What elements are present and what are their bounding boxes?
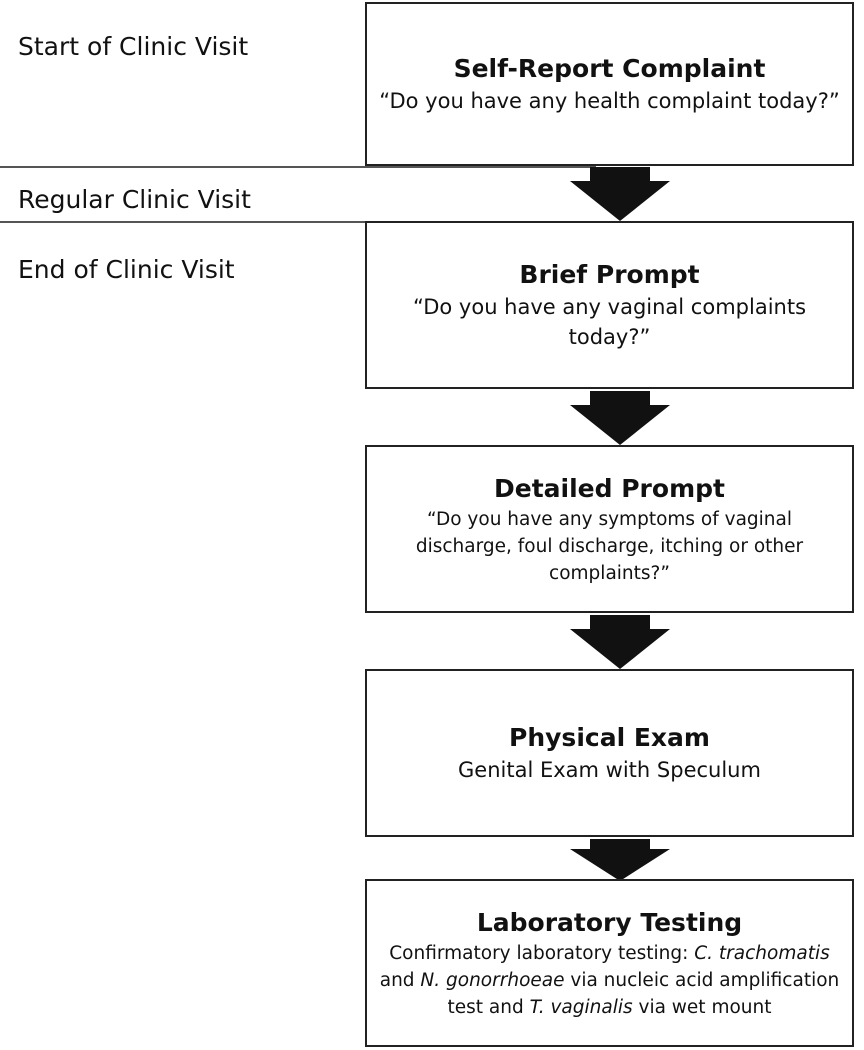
organism-n-gonorrhoeae: N. gonorrhoeae [420,969,565,991]
organism-t-vaginalis: T. vaginalis [529,996,633,1018]
organism-c-trachomatis: C. trachomatis [694,942,830,964]
step-title: Laboratory Testing [476,907,743,937]
label-end-of-visit: End of Clinic Visit [18,255,235,284]
step-self-report-complaint: Self-Report Complaint “Do you have any h… [365,2,854,166]
lab-text-part: and [379,969,421,991]
step-brief-prompt: Brief Prompt “Do you have any vaginal co… [365,221,854,389]
down-arrow-icon [570,391,670,445]
step-detailed-prompt: Detailed Prompt “Do you have any symptom… [365,445,854,613]
lab-testing-description: Confirmatory laboratory testing: C. trac… [379,940,840,1021]
step-text: “Do you have any health complaint today?… [379,89,840,113]
down-arrow-icon [570,839,670,881]
label-start-of-visit: Start of Clinic Visit [18,32,249,61]
down-arrow-icon [570,615,670,669]
step-title: Detailed Prompt [494,473,725,503]
divider-line-top [0,166,596,168]
lab-text-part: via wet mount [632,996,772,1018]
lab-text-part: via nucleic acid amplification test and [447,969,840,1018]
step-title: Physical Exam [509,723,710,752]
step-text: “Do you have any symptoms of vaginal dis… [415,508,804,584]
step-laboratory-testing: Laboratory Testing Confirmatory laborato… [365,879,854,1047]
lab-text-part: Confirmatory laboratory testing: [389,942,695,964]
step-text: Genital Exam with Speculum [458,758,761,782]
step-title: Self-Report Complaint [453,54,766,83]
step-title: Brief Prompt [519,260,700,289]
divider-line-bottom [0,221,596,223]
step-physical-exam: Physical Exam Genital Exam with Speculum [365,669,854,837]
label-regular-visit: Regular Clinic Visit [18,185,251,214]
down-arrow-icon [570,167,670,221]
step-text: “Do you have any vaginal complaints toda… [412,295,807,349]
